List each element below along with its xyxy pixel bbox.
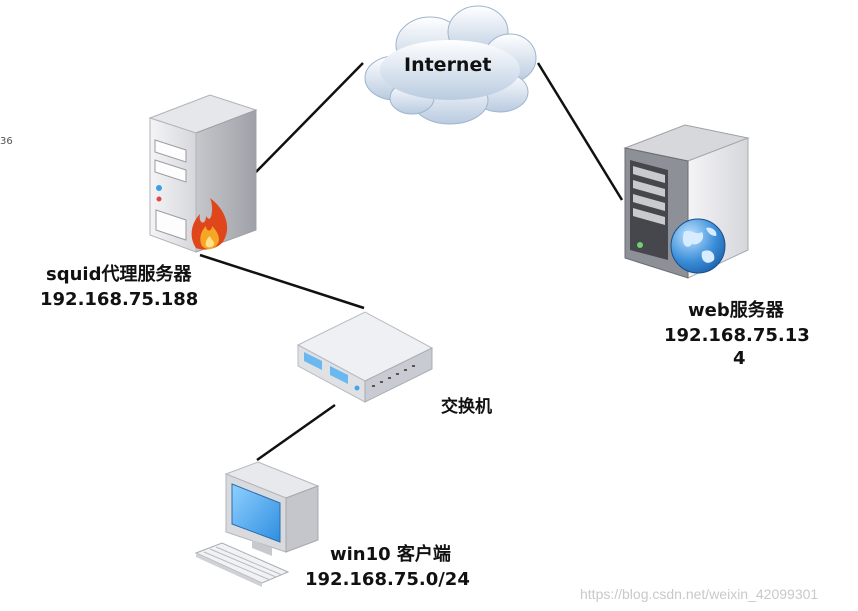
link-proxy-internet — [255, 62, 364, 173]
web-server-ip-cont: 4 — [733, 348, 746, 369]
internet-cloud-icon — [364, 5, 537, 125]
network-switch-icon — [296, 311, 434, 403]
web-server-icon — [623, 124, 750, 279]
client-subnet: 192.168.75.0/24 — [305, 569, 470, 590]
link-proxy-switch — [199, 253, 365, 310]
watermark: https://blog.csdn.net/weixin_42099301 — [580, 586, 819, 602]
switch-label: 交换机 — [441, 397, 492, 417]
squid-proxy-server-icon — [148, 94, 258, 253]
web-server-ip: 192.168.75.13 — [664, 325, 810, 346]
client-pc-icon — [194, 461, 320, 587]
proxy-server-name: squid代理服务器 — [46, 264, 192, 285]
link-internet-web — [536, 62, 624, 201]
globe-icon — [670, 218, 726, 274]
edge-text-fragment: 36 — [0, 136, 13, 147]
keyboard-icon — [194, 542, 290, 587]
connection-lines — [199, 62, 624, 462]
proxy-server-ip: 192.168.75.188 — [40, 289, 199, 310]
client-name: win10 客户端 — [330, 544, 451, 565]
firewall-flame-icon — [191, 198, 228, 250]
link-switch-client — [256, 403, 336, 462]
internet-label: Internet — [404, 54, 492, 76]
web-server-name: web服务器 — [688, 300, 784, 321]
